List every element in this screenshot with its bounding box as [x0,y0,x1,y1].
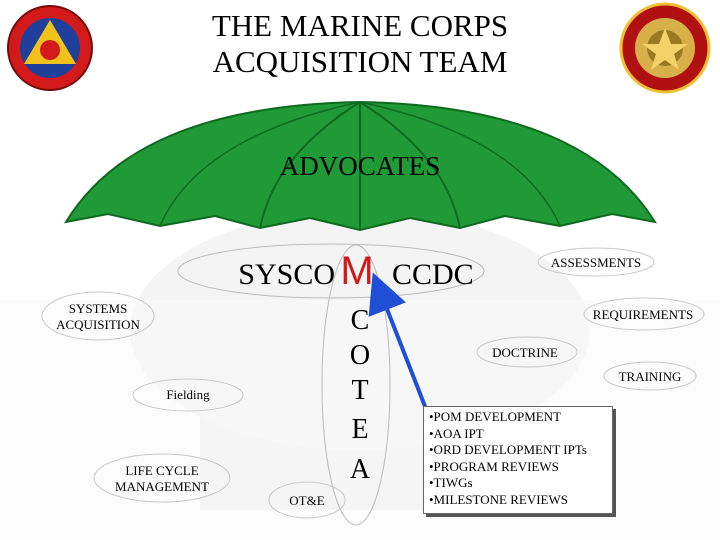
blue-arrow [368,272,430,415]
systems-acquisition-line-2: ACQUISITION [56,317,140,332]
activities-list-box: •POM DEVELOPMENT •AOA IPT •ORD DEVELOPME… [423,406,613,514]
marcorsyscom-logo [7,5,93,91]
doctrine-label: DOCTRINE [492,345,558,360]
cotea-e: E [351,414,369,445]
cotea-o: O [349,340,371,371]
list-item: •POM DEVELOPMENT [429,409,562,424]
list-item: •ORD DEVELOPMENT IPTs [429,442,587,457]
usmc-seal-logo [619,2,711,94]
cotea-t: T [351,375,369,406]
life-cycle-line-1: LIFE CYCLE [125,463,199,478]
fielding-label: Fielding [166,387,210,402]
requirements-label: REQUIREMENTS [592,307,694,322]
title-line-2: ACQUISITION TEAM [212,44,508,79]
list-item: •TIWGs [429,475,473,490]
training-label: TRAINING [618,369,682,384]
page-title: THE MARINE CORPS ACQUISITION TEAM [130,8,590,80]
sysco-label: SYSCO [238,258,335,291]
assessments-label: ASSESSMENTS [550,255,642,270]
title-line-1: THE MARINE CORPS [211,8,509,43]
systems-acquisition-line-1: SYSTEMS [68,301,128,316]
m-letter: M [340,249,374,293]
ote-label: OT&E [289,493,325,508]
systems-acquisition-label: SYSTEMS ACQUISITION [40,301,156,333]
life-cycle-line-2: MANAGEMENT [115,479,209,494]
advocates-label: ADVOCATES [279,151,441,181]
list-item: •MILESTONE REVIEWS [429,491,568,507]
cotea-a: A [349,454,371,485]
ccdc-label: CCDC [392,258,474,291]
life-cycle-management-label: LIFE CYCLE MANAGEMENT [94,463,230,495]
cotea-c: C [350,305,370,336]
list-item: •PROGRAM REVIEWS [429,458,559,474]
list-item: •AOA IPT [429,425,484,441]
